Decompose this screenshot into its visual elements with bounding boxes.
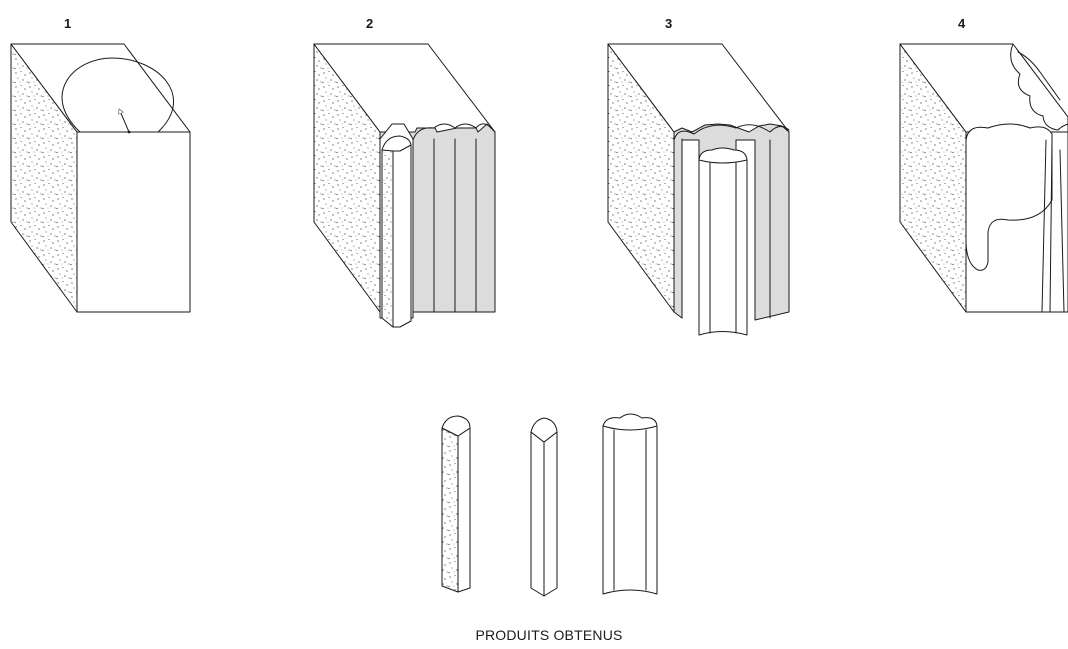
- step-number-1: 1: [64, 16, 71, 31]
- block-2-flute-tops: [412, 123, 496, 141]
- block-2-strip-stone-face: [381, 142, 394, 328]
- step-number-2: 2: [366, 16, 373, 31]
- block-4-scallop-cuts: [1010, 43, 1068, 131]
- block-2-strip-top: [381, 135, 412, 152]
- block-step-1: [10, 43, 191, 313]
- product-2-left-face: [530, 431, 545, 597]
- product-3-body: [602, 425, 658, 595]
- product-concave-strip: [602, 413, 658, 595]
- block-2-strip-front: [392, 137, 412, 328]
- block-4-groove-cavity: [965, 123, 1053, 271]
- product-rounded-strip: [530, 417, 558, 597]
- product-1-side: [457, 427, 471, 593]
- block-1-front-face: [76, 131, 191, 313]
- step-number-3: 3: [665, 16, 672, 31]
- product-1-top: [441, 415, 471, 437]
- block-1-cut-point: [127, 130, 131, 134]
- product-1-stone-face: [441, 427, 459, 593]
- product-2-right-face: [543, 431, 558, 597]
- block-4-saw-line-1: [1041, 139, 1047, 313]
- product-2-top: [530, 417, 558, 443]
- block-3-strip-top: [698, 147, 748, 164]
- product-3-top: [602, 413, 658, 431]
- product-stone-faced-strip: [441, 415, 471, 593]
- block-3-flute-tops: [673, 124, 790, 141]
- block-1-cut-arrow: [120, 111, 130, 133]
- block-step-2: [313, 43, 496, 328]
- block-4-scallop-cuts-inner: [1017, 51, 1061, 101]
- products-caption: PRODUITS OBTENUS: [475, 627, 622, 643]
- block-step-3: [607, 43, 790, 336]
- block-3-strip-body: [698, 159, 748, 336]
- block-4-saw-line-2: [1049, 139, 1053, 313]
- block-4-saw-line-3: [1059, 149, 1065, 313]
- block-4-top-face: [899, 43, 1068, 133]
- block-step-4: [899, 43, 1068, 313]
- block-1-cut-profile: [61, 57, 174, 133]
- step-number-4: 4: [958, 16, 966, 31]
